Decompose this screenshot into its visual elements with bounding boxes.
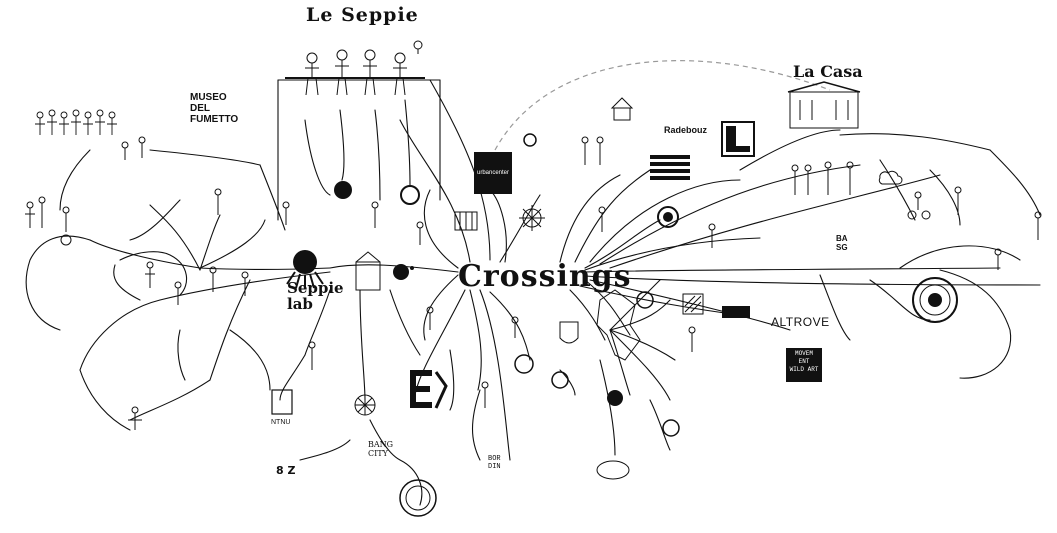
seppie-title: Le Seppie [306, 4, 419, 26]
oz-logo: 8 Z [276, 464, 296, 477]
altrove-logo: ALTROVE [771, 315, 830, 329]
urbancenter-logo: urbancenter [474, 152, 512, 194]
bordin-logo: BOR DIN [488, 455, 501, 471]
radebouz-logo: Radebouz [664, 125, 708, 135]
seppie-lab-label: Seppie lab [287, 279, 344, 313]
bang-city-logo: BANG CITY [368, 440, 394, 458]
wild-art-logo: MOVEM ENT WILD ART [786, 348, 822, 382]
museo-del-fumetto-label: MUSEO DEL FUMETTO [190, 92, 239, 125]
casa-title: La Casa [793, 62, 863, 81]
ntnu-logo: NTNU [271, 419, 291, 426]
basg-logo: BA SG [836, 234, 848, 252]
diagram-title: Crossings [458, 259, 632, 294]
